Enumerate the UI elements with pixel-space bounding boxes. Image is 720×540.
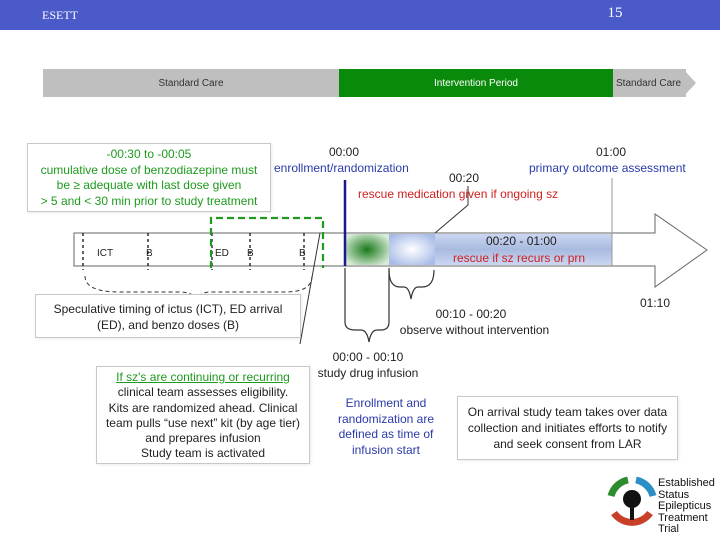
- observe-segment: [389, 234, 435, 265]
- pre-enrollment-line: cumulative dose of benzodiazepine must: [40, 162, 258, 177]
- arrival-note-box: On arrival study team takes over data co…: [457, 396, 678, 460]
- marker-b: B: [247, 248, 254, 259]
- enrollment-note-line: infusion start: [351, 442, 421, 457]
- logo-line: Trial: [658, 523, 679, 535]
- infusion-time: 00:00 - 00:10: [332, 350, 404, 364]
- pre-enrollment-line: be ≥ adequate with last dose given: [56, 178, 242, 192]
- enrollment-note: Enrollment and randomization are defined…: [330, 396, 442, 458]
- enrollment-note-line: Enrollment and: [345, 396, 427, 410]
- phase-standard-care-2: Standard Care: [613, 69, 686, 97]
- marker-b: B: [146, 248, 153, 259]
- observe-label: observe without intervention: [399, 323, 550, 337]
- enrollment-note-line: defined as time of: [338, 427, 434, 441]
- phase-arrowhead: [683, 69, 696, 97]
- infusion-label: study drug infusion: [317, 366, 419, 380]
- primary-time: 01:00: [596, 145, 627, 159]
- marker-ict: ICT: [97, 248, 114, 259]
- observe-brace: [388, 269, 435, 300]
- enrollment-note-line: randomization are: [337, 411, 435, 426]
- eligibility-pointer: [299, 232, 321, 345]
- eligibility-line: team pulls “use next” kit (by age tier): [105, 415, 301, 430]
- arrival-note-line: On arrival study team takes over data: [467, 405, 668, 419]
- logo-line: Treatment: [658, 511, 708, 524]
- pre-enrollment-bracket: [209, 216, 325, 268]
- marker-ed: ED: [215, 248, 229, 259]
- rescue-window-label: rescue if sz recurs or prn: [453, 251, 586, 265]
- pre-enrollment-box: -00:30 to -00:05 cumulative dose of benz…: [27, 143, 271, 212]
- rescue-window-time: 00:20 - 01:00: [486, 234, 557, 248]
- end-time: 01:10: [640, 296, 671, 310]
- rescue-label: rescue medication given if ongoing sz: [358, 187, 559, 201]
- phase-label: Standard Care: [158, 77, 224, 89]
- header-title: ESETT: [42, 8, 78, 22]
- eligibility-box: If sz's are continuing or recurring clin…: [96, 366, 310, 464]
- primary-label: primary outcome assessment: [529, 161, 686, 175]
- arrival-note-line: collection and initiates efforts to noti…: [467, 421, 668, 435]
- eligibility-line: and prepares infusion: [145, 431, 261, 446]
- logo-text: Established Status Epilepticus Treatment…: [658, 477, 715, 536]
- infusion-brace: [344, 268, 390, 343]
- rescue-window-segment: [435, 234, 612, 265]
- rescue-time: 00:20: [449, 171, 480, 185]
- logo-line: Status: [658, 488, 690, 501]
- marker-b: B: [299, 248, 306, 259]
- phase-standard-care-1: Standard Care: [43, 69, 339, 97]
- eligibility-line: If sz's are continuing or recurring: [116, 370, 290, 384]
- enrollment-label: enrollment/randomization: [274, 161, 409, 175]
- page-number: 15: [607, 5, 623, 21]
- infusion-segment: [345, 234, 389, 265]
- speculative-line: (ED), and benzo doses (B): [96, 318, 240, 332]
- rescue-pointer: [434, 186, 469, 234]
- pre-enrollment-line: -00:30 to -00:05: [106, 147, 192, 161]
- eligibility-line: Kits are randomized ahead. Clinical: [108, 400, 298, 415]
- phase-label: Standard Care: [616, 77, 682, 89]
- phase-label: Intervention Period: [434, 77, 518, 89]
- speculative-box: Speculative timing of ictus (ICT), ED ar…: [35, 294, 301, 338]
- header-bar: [0, 0, 720, 30]
- pre-enrollment-line: > 5 and < 30 min prior to study treatmen…: [40, 193, 258, 208]
- logo-line: Epilepticus: [658, 500, 712, 512]
- speculative-line: Speculative timing of ictus (ICT), ED ar…: [53, 302, 283, 316]
- eligibility-line: clinical team assesses eligibility.: [117, 385, 289, 400]
- logo-mark: [607, 476, 657, 526]
- arrival-note-line: and seek consent from LAR: [493, 437, 642, 451]
- logo-line: Established: [658, 477, 715, 489]
- phase-intervention: Intervention Period: [339, 69, 613, 97]
- observe-time: 00:10 - 00:20: [435, 307, 507, 321]
- eligibility-line: Study team is activated: [140, 446, 266, 461]
- enrollment-time: 00:00: [329, 145, 360, 159]
